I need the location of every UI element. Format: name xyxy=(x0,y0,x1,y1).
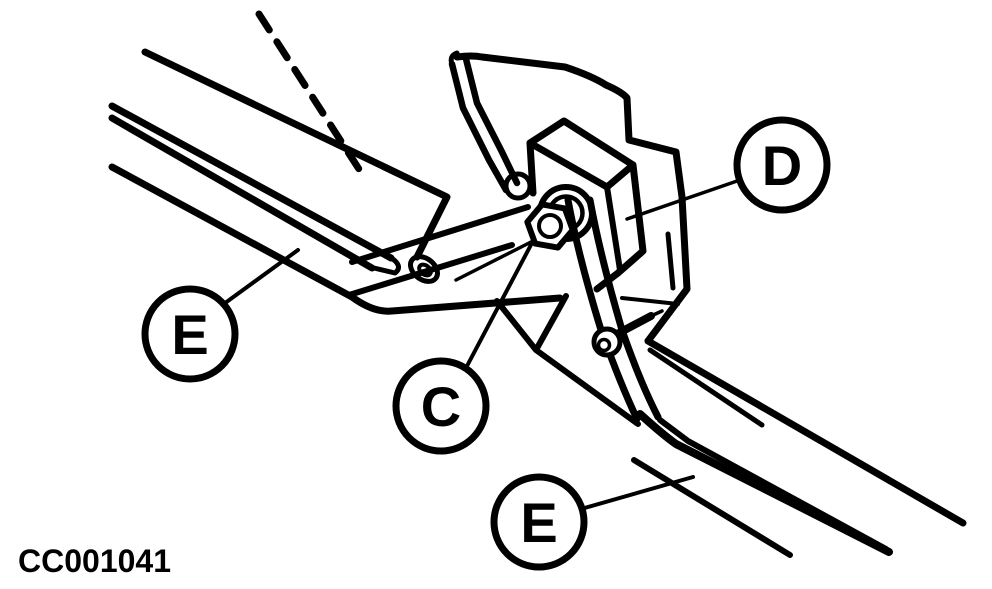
rod-edge-bottom xyxy=(108,114,376,272)
panel-flange-edge xyxy=(644,337,967,527)
rod-eyelet-outer xyxy=(408,254,440,284)
bar-right-second-edge xyxy=(657,417,889,552)
block-front-corner-edge xyxy=(604,184,623,273)
callout-c-leader-prong xyxy=(454,239,535,282)
panel-outline xyxy=(453,52,691,345)
callout-e-left-circle xyxy=(141,285,239,383)
bar-under-bushing-edges xyxy=(494,293,641,427)
callout-e-bottom-leader xyxy=(579,475,695,511)
link-upper-edge-right xyxy=(462,55,521,187)
bushing-bracket xyxy=(503,117,647,293)
callout-e-left-leader xyxy=(219,248,300,308)
callout-e-left-label: E xyxy=(171,303,208,366)
stabilizer-bar-left xyxy=(108,10,564,315)
bar-top-edge-to-bushing xyxy=(349,204,531,265)
figure-code: CC001041 xyxy=(18,543,171,579)
callout-e-bottom-circle xyxy=(490,473,588,571)
link-upper xyxy=(448,50,521,194)
bolt-tip xyxy=(649,309,664,318)
stabilizer-bar-right xyxy=(631,410,893,558)
callout-e-left: E xyxy=(141,248,300,383)
callout-e-bottom: E xyxy=(490,473,695,571)
callout-d: D xyxy=(625,116,831,221)
link-upper-edge-left xyxy=(448,60,510,194)
panel-fold-line xyxy=(665,231,676,291)
panel-flange-inner-edge xyxy=(647,347,765,428)
bar-right-lower-edge xyxy=(631,457,793,558)
flange-bolt xyxy=(591,296,680,358)
hidden-edge-dashed-line xyxy=(255,10,370,184)
callout-e-bottom-label: E xyxy=(520,491,557,554)
body-panel xyxy=(453,52,967,527)
attachment-nut-stud xyxy=(537,213,563,239)
callout-c: C xyxy=(392,239,535,455)
rod-edge-top xyxy=(108,102,395,262)
bar-right-main-edge xyxy=(636,410,893,556)
callout-d-leader xyxy=(625,178,742,221)
bar-bottom-edge-to-bushing xyxy=(346,242,515,298)
bolt-shank xyxy=(613,312,655,338)
callout-d-circle xyxy=(733,116,831,214)
bolt-head-detail xyxy=(596,337,612,353)
callout-c-leader xyxy=(465,239,535,368)
callout-c-circle xyxy=(392,357,490,455)
rod-rounded-tip xyxy=(371,254,401,276)
attachment-nut xyxy=(524,201,576,251)
bolt-axis-line xyxy=(620,296,680,306)
callout-d-label: D xyxy=(762,134,802,197)
callout-c-label: C xyxy=(421,375,461,438)
